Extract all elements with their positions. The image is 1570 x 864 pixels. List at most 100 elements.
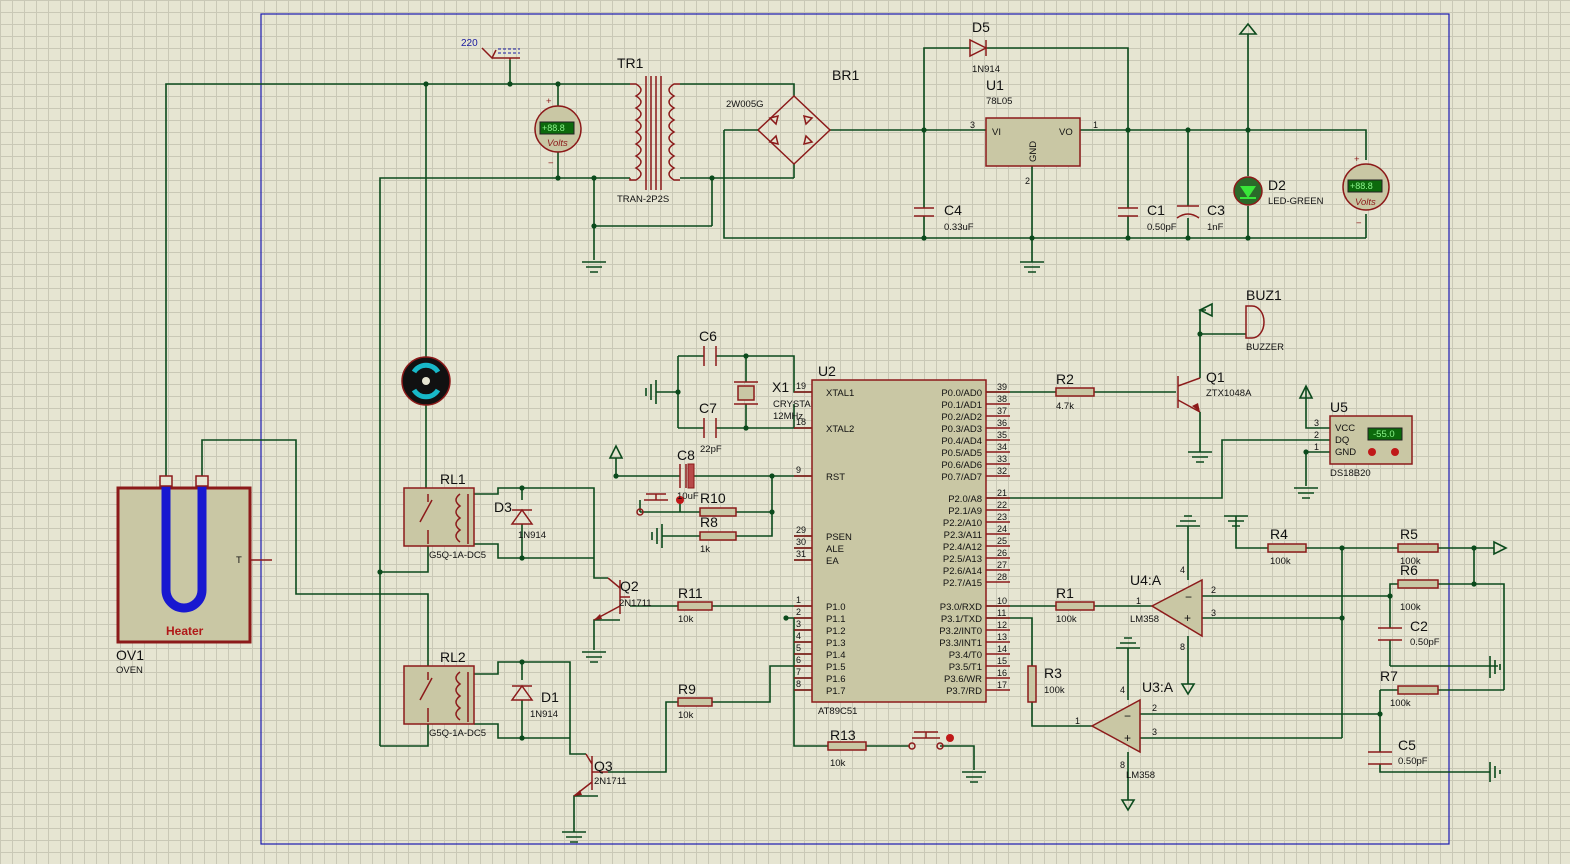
u2-left-pin-number: 1: [796, 595, 801, 605]
u2-right-pin-number: 28: [997, 572, 1007, 582]
u5-vcc: VCC: [1335, 423, 1355, 434]
buz1-ref: BUZ1: [1246, 287, 1282, 303]
resistor-r2[interactable]: R2 4.7k: [1055, 371, 1095, 412]
u2-right-pin-number: 22: [997, 500, 1007, 510]
u2-left-pin-name: P1.6: [826, 674, 846, 685]
voltmeter-input[interactable]: +88.8 Volts + −: [534, 96, 582, 169]
diode-d1[interactable]: D1 1N914: [510, 684, 559, 720]
u5-pin3: 3: [1314, 418, 1319, 428]
oven-ov1[interactable]: Heater T OV1 OVEN: [116, 475, 272, 676]
voltmeter-output[interactable]: +88.8 Volts + −: [1342, 154, 1390, 229]
transistor-q1[interactable]: Q1 ZTX1048A: [1177, 369, 1252, 413]
resistor-r11[interactable]: R11 10k: [677, 585, 713, 625]
resistor-r6[interactable]: R6 100k: [1397, 562, 1439, 613]
diode-d5[interactable]: D5 1N914: [969, 19, 1000, 75]
capacitor-c4[interactable]: C4 0.33uF: [914, 202, 974, 233]
u2-left-pin-number: 18: [796, 417, 806, 427]
u3a-plus-sign: +: [1124, 731, 1131, 745]
crystal-x1[interactable]: X1 CRYSTAL 12MHz: [734, 379, 816, 422]
u4a-plus-sign: +: [1184, 611, 1191, 625]
diode-d3[interactable]: D3 1N914: [494, 499, 546, 541]
u2-left-pin-name: ALE: [826, 544, 844, 555]
u2-left-pin-number: 8: [796, 679, 801, 689]
voltmeter-output-reading: +88.8: [1350, 181, 1373, 191]
capacitor-c3[interactable]: C3 1nF: [1176, 202, 1225, 233]
c3-value: 1nF: [1207, 222, 1224, 233]
buzzer-buz1[interactable]: BUZ1 BUZZER: [1245, 287, 1284, 353]
rl1-ref: RL1: [440, 471, 466, 487]
resistor-r5[interactable]: R5 100k: [1397, 526, 1439, 567]
u2-right-pin-name: P2.7/A15: [943, 578, 982, 589]
u2-left-pin-name: P1.7: [826, 686, 846, 697]
u2-right-pin-number: 25: [997, 536, 1007, 546]
capacitor-c7[interactable]: C7 22pF: [699, 400, 722, 455]
alarm-pushbutton[interactable]: [908, 731, 954, 750]
u2-right-pin-number: 11: [997, 608, 1006, 618]
capacitor-c6[interactable]: C6: [699, 328, 717, 366]
regulator-u1[interactable]: VI VO GND 3 1 2 U1 78L05: [970, 77, 1098, 186]
relay-rl1[interactable]: RL1 G5Q-1A-DC5: [403, 471, 486, 561]
transformer-tr1[interactable]: TR1 TRAN-2P2S: [617, 55, 712, 205]
motor-fan[interactable]: [401, 356, 451, 406]
u2-right-pin-name: P3.5/T1: [949, 662, 982, 673]
supply-arrow-icon: [608, 302, 1508, 812]
x1-freq: 12MHz: [773, 411, 803, 422]
u1-vo: VO: [1059, 127, 1073, 138]
bridge-rectifier-br1[interactable]: BR1 2W005G: [724, 67, 859, 166]
u2-right-pin-name: P0.5/AD5: [941, 448, 982, 459]
tr1-ref: TR1: [617, 55, 644, 71]
u2-right-pin-name: P2.1/A9: [948, 506, 982, 517]
reset-pushbutton[interactable]: [636, 493, 684, 516]
u2-left-pin-name: XTAL1: [826, 388, 854, 399]
resistor-r3[interactable]: R3 100k: [1027, 665, 1065, 703]
u5-down-button[interactable]: [1368, 448, 1376, 456]
u2-right-pin-name: P0.0/AD0: [941, 388, 982, 399]
u5-up-button[interactable]: [1391, 448, 1399, 456]
u2-left-pin-number: 7: [796, 667, 801, 677]
resistor-r7[interactable]: R7 100k: [1380, 668, 1439, 709]
u2-right-pin-name: P0.6/AD6: [941, 460, 982, 471]
u2-left-pin-name: P1.0: [826, 602, 846, 613]
u4a-pin8: 8: [1180, 642, 1185, 652]
resistor-r10[interactable]: R10: [699, 490, 737, 517]
opamp-u4a[interactable]: − + U4:A LM358 1 2 3 4 8: [1130, 565, 1216, 652]
rl2-ref: RL2: [440, 649, 466, 665]
transistor-q3[interactable]: Q3 2N1711: [573, 753, 627, 797]
capacitor-c1[interactable]: C1 0.50pF: [1118, 202, 1177, 233]
u2-right-pin-number: 17: [997, 680, 1007, 690]
resistor-r8[interactable]: R8 1k: [699, 514, 737, 555]
c2-value: 0.50pF: [1410, 637, 1440, 648]
transistor-q2[interactable]: Q2 2N1711: [593, 577, 652, 621]
br1-ref: BR1: [832, 67, 859, 83]
relay-rl2[interactable]: RL2 G5Q-1A-DC5: [403, 649, 486, 739]
capacitor-c2[interactable]: C2 0.50pF: [1378, 618, 1440, 648]
resistor-r4[interactable]: R4 100k: [1267, 526, 1307, 567]
voltmeter-output-minus: −: [1356, 218, 1362, 229]
u3a-pin8: 8: [1120, 760, 1125, 770]
resistor-r1[interactable]: R1 100k: [1055, 585, 1095, 625]
c7-ref: C7: [699, 400, 717, 416]
mcu-u2[interactable]: U2 AT89C51 19XTAL118XTAL29RST29PSEN30ALE…: [794, 363, 1010, 717]
resistor-r9[interactable]: R9 10k: [677, 681, 713, 721]
u2-right-pin-name: P2.3/A11: [944, 530, 982, 541]
mains-terminal[interactable]: 220: [461, 38, 520, 60]
resistor-r13[interactable]: R13 10k: [827, 727, 867, 769]
led-d2[interactable]: D2 LED-GREEN: [1233, 176, 1324, 207]
u2-right-pin-name: P0.1/AD1: [941, 400, 982, 411]
sensor-u5[interactable]: VCC DQ GND -55.0 3 2 1 U5 DS18B20: [1314, 399, 1413, 479]
capacitor-c8[interactable]: C8 10uF: [677, 447, 699, 502]
r2-value: 4.7k: [1056, 401, 1074, 412]
d3-ref: D3: [494, 499, 512, 515]
u2-right-pin-number: 14: [997, 644, 1007, 654]
u3a-part: LM358: [1126, 770, 1155, 781]
u5-pin1: 1: [1314, 442, 1319, 452]
u2-right-pin-number: 33: [997, 454, 1007, 464]
u2-left-pin-number: 4: [796, 631, 801, 641]
u2-left-pin-name: RST: [826, 472, 845, 483]
capacitor-c5[interactable]: C5 0.50pF: [1368, 737, 1428, 767]
opamp-u3a[interactable]: − + U3:A LM358 1 2 3 4 8: [1075, 679, 1174, 781]
u2-left-pins: 19XTAL118XTAL29RST29PSEN30ALE31EA1P1.02P…: [794, 381, 854, 697]
